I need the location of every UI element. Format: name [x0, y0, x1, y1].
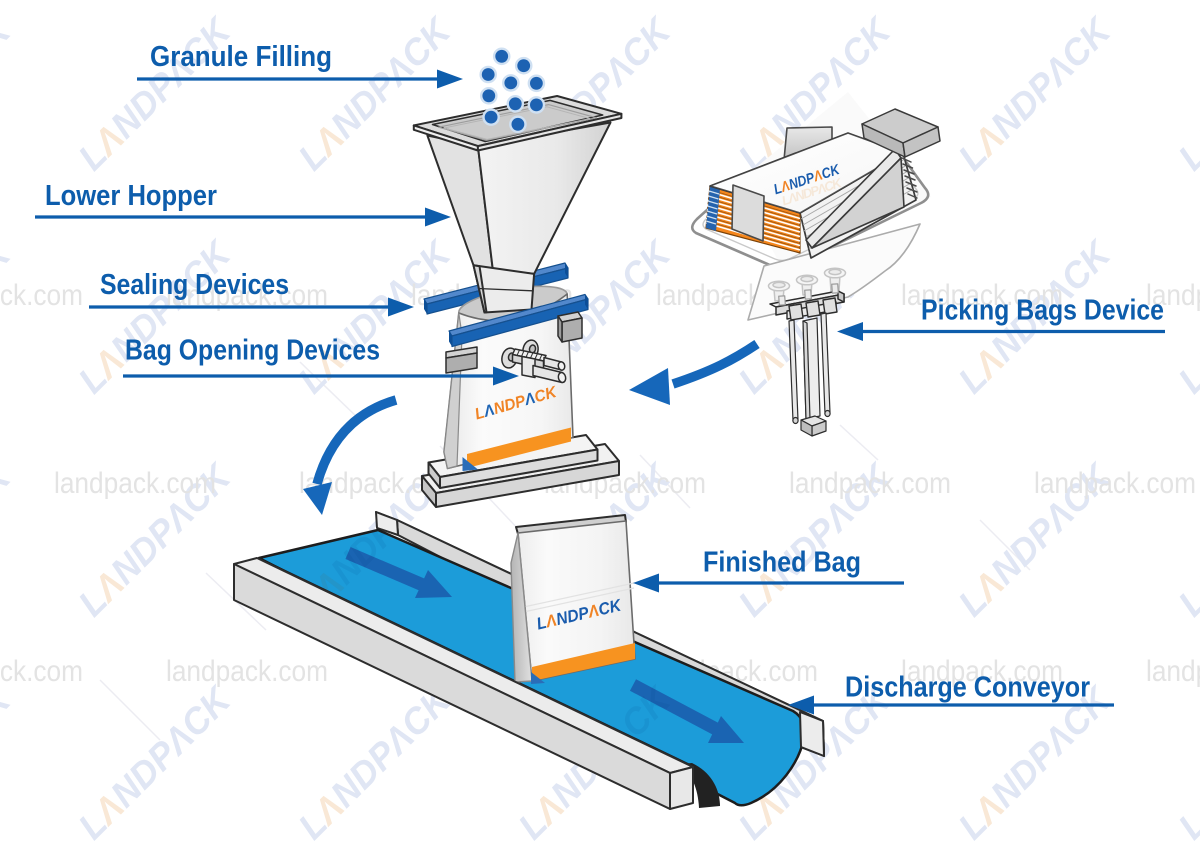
svg-text:landpack.com: landpack.com — [901, 279, 1063, 312]
svg-text:Discharge Conveyor: Discharge Conveyor — [845, 672, 1090, 704]
svg-text:LΛNDPΛCK: LΛNDPΛCK — [71, 678, 240, 847]
svg-text:landpack.com: landpack.com — [901, 655, 1063, 688]
svg-text:LΛNDPΛCK: LΛNDPΛCK — [1171, 678, 1200, 847]
svg-text:LΛNDPΛCK: LΛNDPΛCK — [1171, 9, 1200, 178]
svg-text:Bag Opening Devices: Bag Opening Devices — [125, 335, 380, 367]
svg-text:landpack.com: landpack.com — [0, 279, 83, 312]
svg-text:LΛNDPΛCK: LΛNDPΛCK — [951, 9, 1120, 178]
svg-text:landpack.com: landpack.com — [166, 655, 328, 688]
svg-text:LΛNDPΛCK: LΛNDPΛCK — [0, 455, 20, 624]
svg-text:landpack.com: landpack.com — [789, 467, 951, 500]
svg-text:landpack.com: landpack.com — [1034, 467, 1196, 500]
svg-text:landpack.com: landpack.com — [0, 655, 83, 688]
svg-text:LΛNDPΛCK: LΛNDPΛCK — [1171, 232, 1200, 401]
svg-text:LΛNDPΛCK: LΛNDPΛCK — [71, 9, 240, 178]
svg-text:LΛNDPΛCK: LΛNDPΛCK — [0, 9, 20, 178]
svg-text:LΛNDPΛCK: LΛNDPΛCK — [0, 232, 20, 401]
svg-text:Lower Hopper: Lower Hopper — [45, 180, 217, 212]
svg-text:Finished Bag: Finished Bag — [703, 547, 861, 579]
svg-text:Sealing Devices: Sealing Devices — [100, 269, 289, 301]
svg-text:landpack.com: landpack.com — [1146, 279, 1200, 312]
svg-text:Picking Bags Device: Picking Bags Device — [921, 295, 1164, 327]
svg-text:LΛNDPΛCK: LΛNDPΛCK — [0, 678, 20, 847]
svg-text:Granule Filling: Granule Filling — [150, 41, 332, 73]
svg-text:landpack.com: landpack.com — [1146, 655, 1200, 688]
svg-text:landpack.com: landpack.com — [54, 467, 216, 500]
svg-text:LΛNDPΛCK: LΛNDPΛCK — [291, 678, 460, 847]
